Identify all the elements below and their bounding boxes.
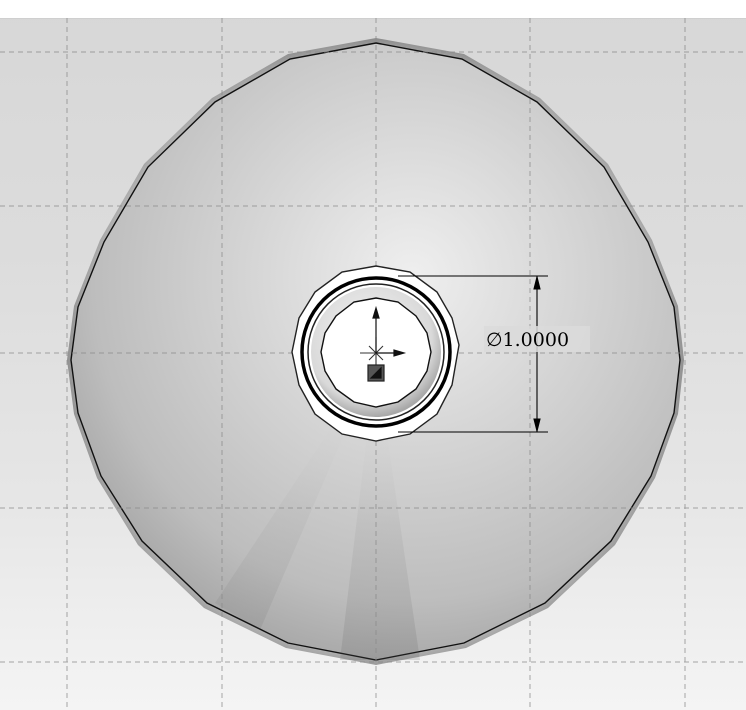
dimension-arrow-top (533, 276, 541, 290)
viewport-top-border (0, 0, 746, 19)
hub-ring-thick[interactable] (300, 276, 452, 428)
disk-sweep-shade (340, 360, 420, 660)
dimension-label-bg (484, 326, 590, 352)
diameter-dimension-text[interactable]: ∅1.0000 (486, 329, 569, 351)
dimension-arrow-bottom (533, 418, 541, 432)
origin-triad-icon[interactable] (367, 305, 407, 382)
hub-ring-thin[interactable] (307, 283, 445, 421)
diameter-dimension[interactable] (398, 275, 548, 433)
